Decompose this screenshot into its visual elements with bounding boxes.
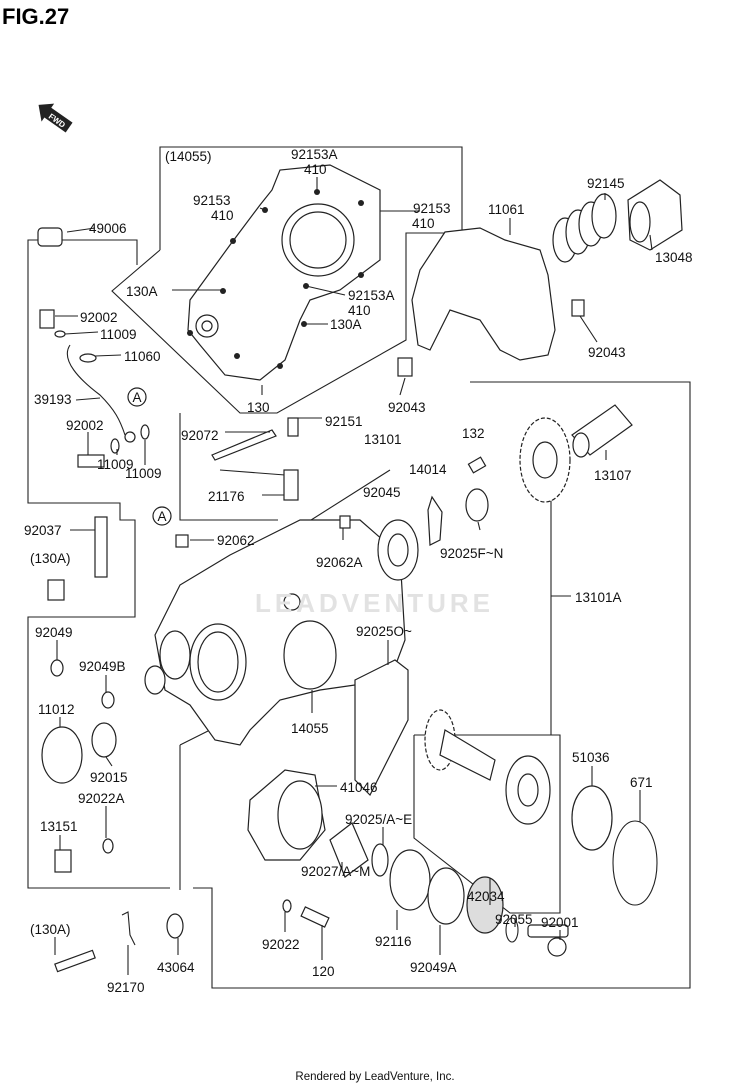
left-small-parts xyxy=(41,516,166,873)
callout-label: 14055 xyxy=(291,721,329,736)
callout-label: 92025F~N xyxy=(440,546,503,561)
callout-label: 14014 xyxy=(409,462,447,477)
footer-credit: Rendered by LeadVenture, Inc. xyxy=(295,1071,454,1083)
leader-lines xyxy=(54,177,653,975)
callout-label: 92025/A~E xyxy=(345,812,412,827)
callout-label: 410 xyxy=(304,162,327,177)
callout-label: 410 xyxy=(348,303,371,318)
callout-label: 92045 xyxy=(363,485,401,500)
callout-label: 671 xyxy=(630,775,653,790)
bushing-part xyxy=(571,299,585,317)
callout-label: 92025O~ xyxy=(356,624,412,639)
callout-label: 92055 xyxy=(495,912,533,927)
reference-marker-a: A A xyxy=(127,387,172,526)
callout-label: 92001 xyxy=(541,915,579,930)
callout-label: 92153 xyxy=(413,201,451,216)
callout-label: 132 xyxy=(462,426,485,441)
callout-label: 11060 xyxy=(124,349,161,364)
callout-labels: (14055) 92153A 410 92153 410 92153 410 1… xyxy=(24,147,693,995)
bearing-parts xyxy=(175,456,489,581)
callout-label: 92170 xyxy=(107,980,145,995)
o-ring-part xyxy=(612,820,658,906)
callout-label: 92151 xyxy=(325,414,363,429)
callout-label: 11009 xyxy=(97,457,134,472)
coupling-part xyxy=(627,179,683,251)
callout-label: 11009 xyxy=(100,327,137,342)
callout-label: 92022 xyxy=(262,937,300,952)
callout-label: 43064 xyxy=(157,960,195,975)
callout-label: 92043 xyxy=(388,400,426,415)
callout-label: (130A) xyxy=(30,551,71,566)
callout-label: 92145 xyxy=(587,176,625,191)
callout-label: 42034 xyxy=(467,889,505,904)
output-drive-parts xyxy=(54,769,569,973)
callout-label: 92043 xyxy=(588,345,626,360)
callout-label: 13101A xyxy=(575,590,622,605)
oil-seal-part xyxy=(571,785,613,851)
watermark: LEADVENTURE xyxy=(255,588,494,618)
pinion-shaft-part xyxy=(571,404,633,458)
callout-label: 92037 xyxy=(24,523,62,538)
callout-label: 51036 xyxy=(572,750,610,765)
oil-pipe-parts xyxy=(37,227,150,468)
callout-label: 130A xyxy=(330,317,362,332)
callout-label: 130A xyxy=(126,284,158,299)
callout-label: 92049A xyxy=(410,960,457,975)
callout-label: 11009 xyxy=(125,466,162,481)
spring-part xyxy=(552,193,617,263)
callout-label: 13151 xyxy=(40,819,78,834)
callout-label: 92002 xyxy=(80,310,118,325)
pinion-gear-assembly-part xyxy=(424,709,551,825)
ring-gear-part xyxy=(519,417,571,503)
figure-title: FIG.27 xyxy=(2,4,69,29)
callout-label: 92022A xyxy=(78,791,125,806)
callout-label: 92153A xyxy=(291,147,338,162)
callout-label: 120 xyxy=(312,964,335,979)
callout-label: (14055) xyxy=(165,149,212,164)
callout-label: 92002 xyxy=(66,418,104,433)
callout-label: 410 xyxy=(412,216,435,231)
callout-label: 410 xyxy=(211,208,234,223)
callout-label: 92116 xyxy=(375,934,412,949)
callout-label: 92062 xyxy=(217,533,255,548)
callout-label: 13107 xyxy=(594,468,632,483)
callout-label: (130A) xyxy=(30,922,71,937)
callout-label: 11012 xyxy=(38,702,75,717)
callout-label: 13101 xyxy=(364,432,402,447)
callout-label: 11061 xyxy=(488,202,525,217)
callout-label: 39193 xyxy=(34,392,72,407)
bushing-part xyxy=(397,357,413,377)
callout-label: 92153A xyxy=(348,288,395,303)
callout-label: 92015 xyxy=(90,770,128,785)
gasket-part xyxy=(354,659,409,797)
callout-label: 130 xyxy=(247,400,270,415)
callout-label: 13048 xyxy=(655,250,693,265)
callout-label: 92062A xyxy=(316,555,363,570)
callout-label: 21176 xyxy=(208,489,245,504)
reference-marker-label: A xyxy=(132,390,141,405)
callout-label: 92072 xyxy=(181,428,219,443)
callout-label: 41046 xyxy=(340,780,378,795)
gear-case-housing-part xyxy=(154,519,406,746)
forward-direction-icon: FWD xyxy=(38,103,73,133)
callout-label: 49006 xyxy=(89,221,127,236)
callout-label: 92049B xyxy=(79,659,126,674)
gasket-part xyxy=(411,227,556,361)
callout-label: 92153 xyxy=(193,193,231,208)
rear-cover-part xyxy=(187,164,381,381)
callout-label: 92027/A~M xyxy=(301,864,370,879)
sensor-parts xyxy=(211,417,299,501)
reference-marker-label: A xyxy=(157,509,166,524)
callout-label: 92049 xyxy=(35,625,73,640)
